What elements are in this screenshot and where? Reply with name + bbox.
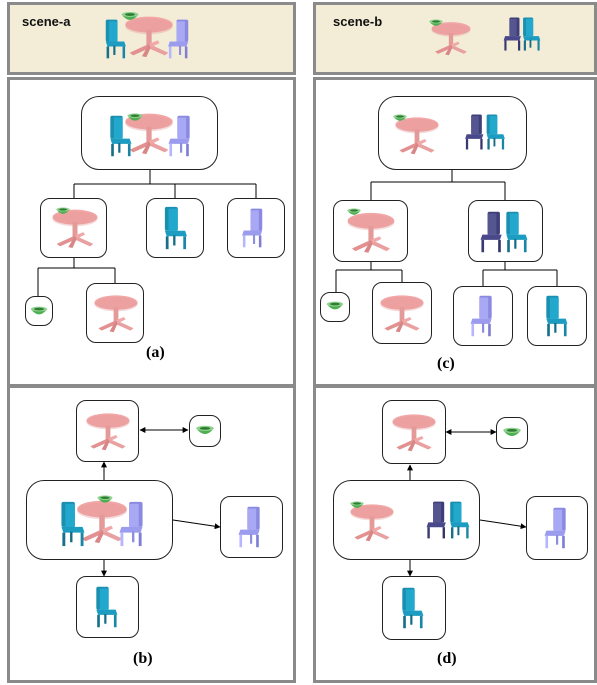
tree-c-group-bowl-icon xyxy=(346,207,362,218)
graph-d-scene-bowl-icon xyxy=(349,500,365,511)
tree-a-root-teal-chair-icon xyxy=(106,114,134,158)
graph-b-lavender-chair-icon xyxy=(236,505,264,549)
graph-d-lavender-chair-icon xyxy=(542,506,570,550)
graph-d-teal-chair-icon xyxy=(398,586,426,630)
scene-a-label: scene-a xyxy=(22,14,71,29)
tree-a-bowl-icon xyxy=(29,305,49,318)
graph-b-scene-lavender-chair-icon xyxy=(116,500,148,548)
graph-b-bowl-node xyxy=(189,415,221,447)
scene-b-header xyxy=(313,2,597,75)
tree-c-lavender-chair-icon xyxy=(468,294,496,338)
caption-a: (a) xyxy=(146,344,165,361)
graph-b-bowl-icon xyxy=(194,424,216,438)
scene-a-header xyxy=(7,2,296,75)
tree-a-edges xyxy=(37,170,257,296)
graph-d-scene-node xyxy=(333,480,480,560)
caption-b: (b) xyxy=(133,650,153,667)
tree-a-root-lavender-chair-icon xyxy=(166,114,194,158)
tree-c-chair-group-node xyxy=(468,200,543,262)
tree-c-root-teal-chair-icon xyxy=(483,113,507,151)
tree-c-teal-chair-icon xyxy=(542,294,570,338)
graph-d-bowl-icon xyxy=(501,426,523,440)
graph-d-edges xyxy=(407,429,527,577)
tree-c-bowl-icon xyxy=(325,300,345,313)
tree-c-bowl-node xyxy=(320,292,350,322)
graph-d-scene-teal-chair-icon xyxy=(446,500,472,540)
caption-d: (d) xyxy=(437,650,457,667)
graph-d-table-icon xyxy=(390,411,438,453)
tree-a-group-bowl-icon xyxy=(55,206,71,217)
graph-b-table-icon xyxy=(84,410,132,452)
tree-c-group-teal-chair-icon xyxy=(502,210,530,254)
graph-b-teal-chair-icon xyxy=(92,585,120,629)
tree-c-root-node xyxy=(378,96,527,170)
graph-b-scene-teal-chair-icon xyxy=(56,500,88,548)
tree-a-teal-chair-icon xyxy=(161,205,189,251)
tree-c-table-icon xyxy=(378,292,426,334)
tree-a-table-icon xyxy=(92,293,140,333)
tree-c-root-bowl-icon xyxy=(392,113,408,124)
scene-b-label: scene-b xyxy=(333,14,383,29)
tree-a-lavender-chair-icon xyxy=(240,207,266,249)
graph-b-scene-bowl-icon xyxy=(96,494,114,506)
graph-b-edges xyxy=(101,427,221,577)
caption-c: (c) xyxy=(437,355,455,372)
tree-c-edges xyxy=(335,170,558,292)
